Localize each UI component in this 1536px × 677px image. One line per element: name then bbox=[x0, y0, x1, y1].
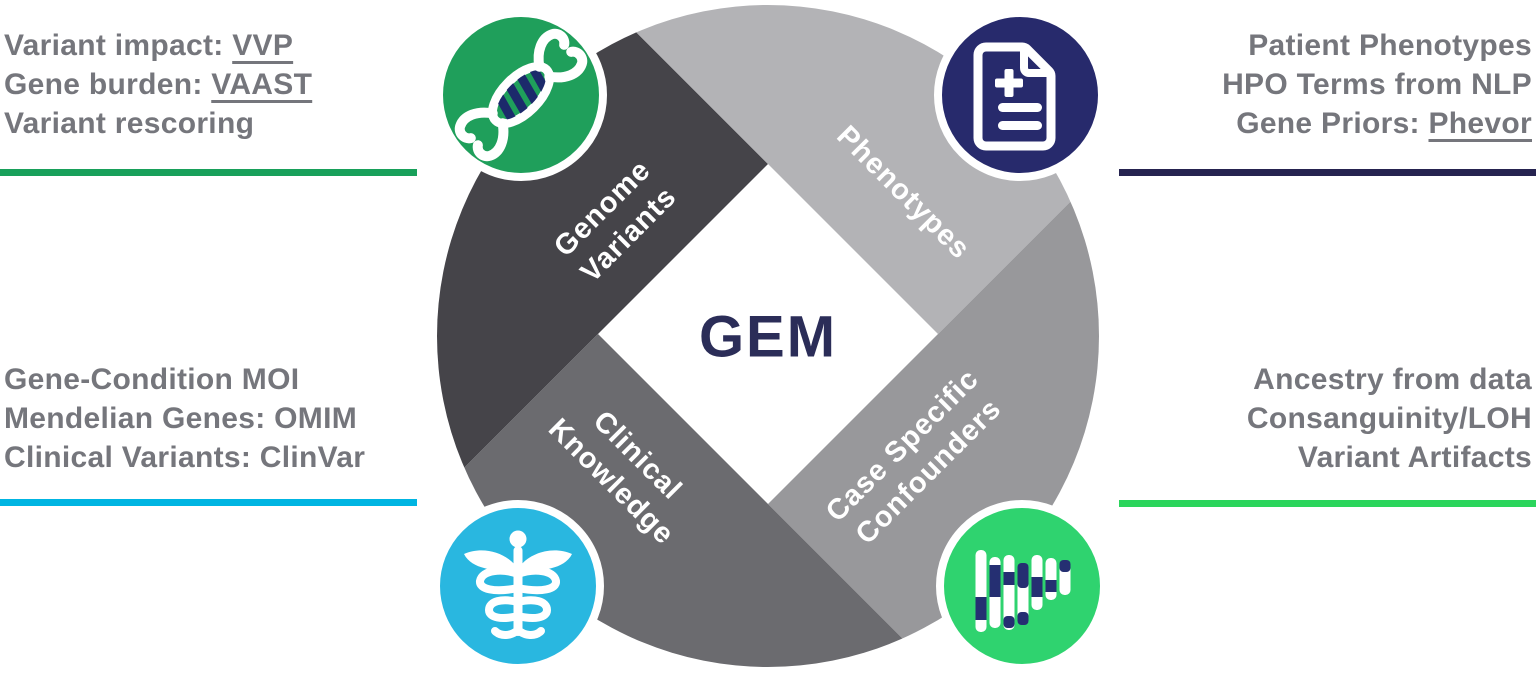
annotation-text: Patient Phenotypes bbox=[1248, 29, 1532, 62]
annotation-text: Gene Priors: bbox=[1236, 107, 1429, 140]
sequence-reads-glyph bbox=[975, 550, 1071, 632]
underline-bar-green bbox=[0, 169, 417, 176]
annotation-text: HPO Terms from NLP bbox=[1222, 68, 1532, 101]
caduceus-glyph bbox=[464, 530, 572, 639]
annotation-variant-tools: Variant impact: VVP Gene burden: VAAST V… bbox=[4, 26, 312, 143]
underline-bar-bright-green bbox=[1119, 500, 1536, 507]
annotation-line: HPO Terms from NLP bbox=[1222, 65, 1532, 104]
annotation-text: Clinical Variants: ClinVar bbox=[4, 441, 366, 474]
annotation-line: Variant rescoring bbox=[4, 104, 312, 143]
annotation-line: Variant Artifacts bbox=[1247, 438, 1532, 477]
link-vvp[interactable]: VVP bbox=[232, 29, 294, 62]
annotation-text: Variant rescoring bbox=[4, 107, 255, 140]
annotation-text: Gene burden: bbox=[4, 68, 212, 101]
annotation-text: Mendelian Genes: OMIM bbox=[4, 402, 358, 435]
annotation-line: Gene Priors: Phevor bbox=[1222, 104, 1532, 143]
annotation-line: Consanguinity/LOH bbox=[1247, 399, 1532, 438]
medical-document-glyph bbox=[973, 42, 1056, 151]
sequence-reads-icon bbox=[936, 500, 1108, 672]
gem-title: GEM bbox=[698, 304, 838, 370]
underline-bar-cyan bbox=[0, 499, 417, 506]
annotation-line: Variant impact: VVP bbox=[4, 26, 312, 65]
annotation-text: Variant impact: bbox=[4, 29, 233, 62]
annotation-line: Gene-Condition MOI bbox=[4, 360, 365, 399]
annotation-line: Ancestry from data bbox=[1247, 360, 1532, 399]
annotation-line: Gene burden: VAAST bbox=[4, 65, 312, 104]
annotation-phenotype-tools: Patient Phenotypes HPO Terms from NLP Ge… bbox=[1222, 26, 1532, 143]
annotation-line: Patient Phenotypes bbox=[1222, 26, 1532, 65]
link-phevor[interactable]: Phevor bbox=[1428, 107, 1532, 140]
annotation-text: Gene-Condition MOI bbox=[4, 363, 300, 396]
medical-document-icon bbox=[934, 9, 1106, 181]
annotation-text: Variant Artifacts bbox=[1297, 441, 1532, 474]
annotation-line: Clinical Variants: ClinVar bbox=[4, 438, 365, 477]
annotation-confounder-checks: Ancestry from data Consanguinity/LOH Var… bbox=[1247, 360, 1532, 477]
annotation-text: Consanguinity/LOH bbox=[1246, 402, 1532, 435]
underline-bar-navy bbox=[1119, 169, 1536, 176]
annotation-line: Mendelian Genes: OMIM bbox=[4, 399, 365, 438]
dna-icon bbox=[435, 9, 607, 181]
annotation-text: Ancestry from data bbox=[1253, 363, 1532, 396]
dna-glyph bbox=[454, 28, 588, 162]
caduceus-icon bbox=[432, 500, 604, 672]
annotation-clinical-knowledge-sources: Gene-Condition MOI Mendelian Genes: OMIM… bbox=[4, 360, 365, 477]
link-vaast[interactable]: VAAST bbox=[211, 68, 313, 101]
